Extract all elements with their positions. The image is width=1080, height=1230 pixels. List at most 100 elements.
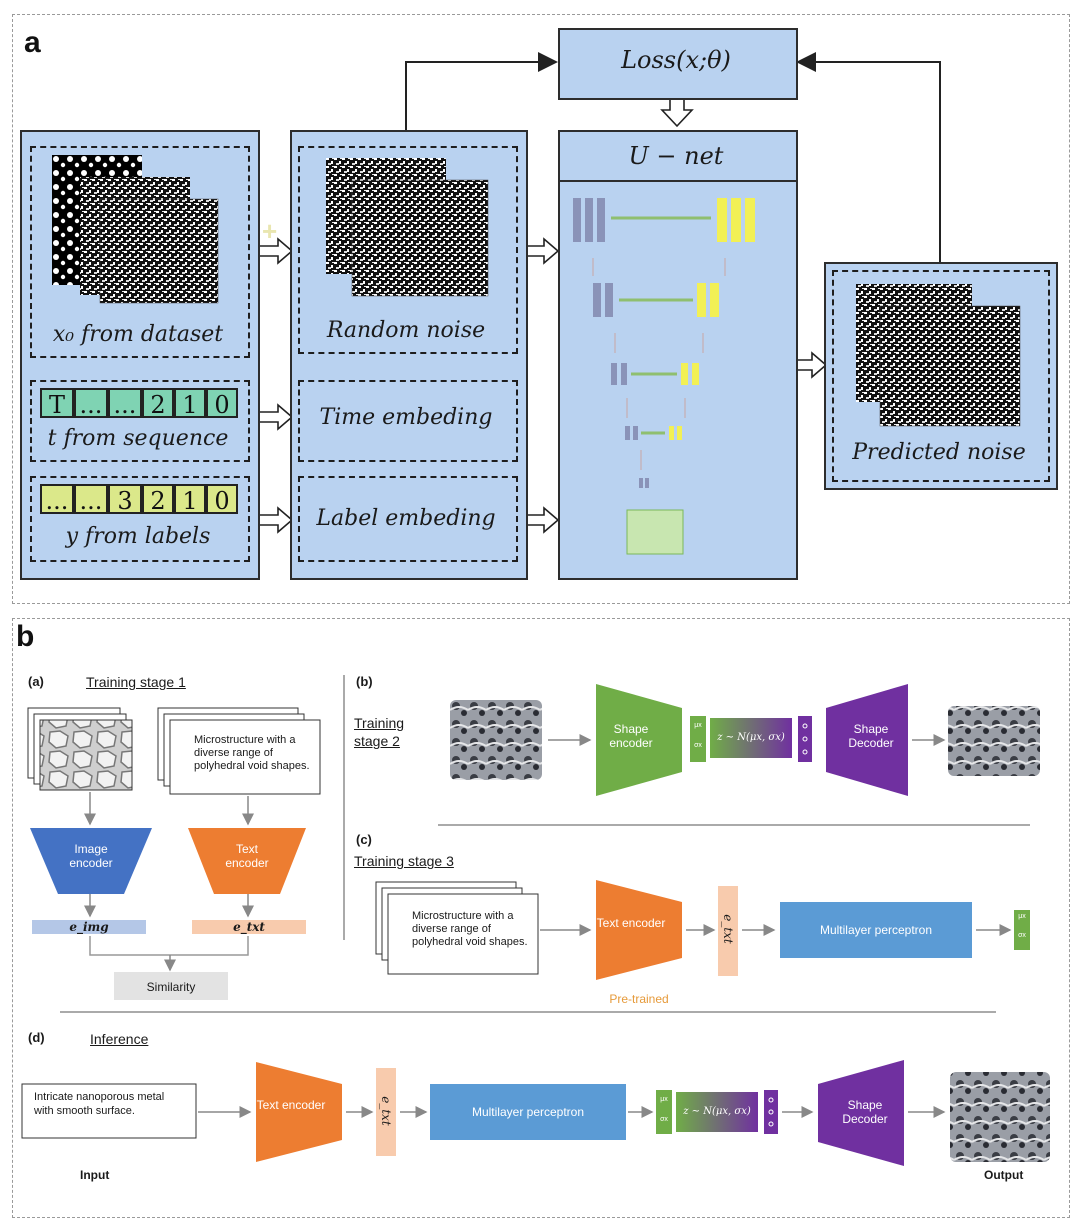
panel-b-graphics bbox=[21, 675, 1050, 1166]
t-sequence: T ... ... 2 1 0 bbox=[40, 388, 238, 419]
input-label: Input bbox=[80, 1168, 110, 1182]
z-bar-d bbox=[676, 1092, 758, 1132]
foam-input-b bbox=[450, 700, 542, 780]
t-cell: 0 bbox=[206, 388, 238, 419]
image-encoder-label: Image encoder bbox=[69, 842, 113, 870]
text-encoder-label-d: Text encoder bbox=[256, 1098, 326, 1112]
text-encoder-label-3: Text encoder bbox=[596, 916, 666, 930]
hollow-arrow-loss-unet bbox=[660, 95, 694, 128]
unet-header-divider bbox=[558, 180, 796, 182]
input-text: Intricate nanoporous metal with smooth s… bbox=[34, 1091, 165, 1117]
e-txt-bar-c bbox=[718, 886, 738, 976]
e-txt-label-c: e_txt bbox=[721, 914, 735, 944]
image-stack bbox=[27, 707, 133, 791]
e-txt-bar bbox=[192, 920, 306, 934]
z-bar-b bbox=[710, 718, 792, 758]
input-text-box bbox=[21, 1083, 197, 1139]
time-embedding-label: Time embeding bbox=[319, 405, 493, 430]
y-cell: 2 bbox=[142, 484, 174, 515]
time-embedding-box bbox=[298, 380, 518, 462]
foam-output-d bbox=[950, 1072, 1050, 1162]
unet-label: U − net bbox=[628, 142, 724, 170]
inference-title: Inference bbox=[90, 1031, 149, 1047]
panel-a bbox=[12, 14, 1070, 604]
pretrained-label: Pre-trained bbox=[609, 992, 669, 1006]
z-dots-b bbox=[798, 716, 812, 762]
y-labels-box bbox=[30, 476, 250, 562]
text-encoder-shape-3 bbox=[596, 880, 682, 980]
sub-c-label: (c) bbox=[356, 832, 372, 847]
similarity-label: Similarity bbox=[146, 980, 196, 994]
hollow-arrow-unet-pred bbox=[793, 351, 828, 379]
training-stage-3-title: Training stage 3 bbox=[354, 853, 454, 869]
predicted-noise-box bbox=[832, 270, 1050, 482]
y-sequence: ... ... 3 2 1 0 bbox=[40, 484, 238, 515]
loss-box bbox=[558, 28, 798, 100]
text-stack-1 bbox=[157, 707, 321, 795]
e-txt-label-d: e_txt bbox=[379, 1096, 393, 1126]
training-stage-2-title: Training stage 2 bbox=[354, 715, 405, 749]
random-noise-image bbox=[326, 158, 489, 297]
text-stack-3 bbox=[375, 881, 539, 975]
t-cell: 1 bbox=[174, 388, 206, 419]
e-img-label: e_img bbox=[69, 920, 109, 934]
sub-b-label: (b) bbox=[356, 674, 373, 689]
t-sequence-box bbox=[30, 380, 250, 462]
mu-sigma-box-d bbox=[656, 1090, 672, 1134]
loss-label: Loss(x;θ) bbox=[621, 46, 731, 74]
t-cell: ... bbox=[74, 388, 108, 419]
mlp-label-d: Multilayer perceptron bbox=[471, 1105, 585, 1119]
y-cell: ... bbox=[40, 484, 74, 515]
t-cell: T bbox=[40, 388, 74, 419]
random-noise-label: Random noise bbox=[326, 318, 486, 343]
unet-architecture bbox=[573, 198, 755, 555]
hollow-arrow-label-unet bbox=[523, 506, 560, 534]
sub-a-label: (a) bbox=[28, 674, 44, 689]
mu-sigma-box-c bbox=[1014, 910, 1030, 950]
x0-dataset-box bbox=[30, 146, 250, 358]
sigma-label-c: σx bbox=[1018, 932, 1026, 939]
y-cell: ... bbox=[74, 484, 108, 515]
shape-encoder-label: Shape encoder bbox=[609, 722, 653, 750]
z-dots-d bbox=[764, 1090, 778, 1134]
panel-a-letter: a bbox=[24, 26, 41, 59]
text-encoder-shape-d bbox=[256, 1062, 342, 1162]
hollow-arrow-noise-unet bbox=[523, 237, 560, 265]
shape-decoder-shape bbox=[826, 684, 908, 796]
y-label: y from labels bbox=[65, 524, 211, 549]
hollow-arrow-y bbox=[257, 506, 294, 534]
image-encoder-shape bbox=[30, 828, 152, 894]
sub-d-label: (d) bbox=[28, 1030, 45, 1045]
panel-b-letter: b bbox=[16, 620, 35, 653]
hollow-arrow-x0 bbox=[257, 237, 294, 265]
mlp-label-c: Multilayer perceptron bbox=[819, 923, 933, 937]
z-equation-b: z ∼ N(μx, σx) bbox=[717, 732, 785, 743]
panel-b bbox=[12, 618, 1070, 1218]
x0-label: x₀ from dataset bbox=[52, 322, 224, 347]
shape-decoder-label-d: Shape Decoder bbox=[842, 1098, 888, 1126]
shape-decoder-label: Shape Decoder bbox=[848, 722, 894, 750]
mlp-box-c bbox=[780, 902, 972, 958]
mu-sigma-box-b bbox=[690, 716, 706, 762]
output-label: Output bbox=[984, 1168, 1024, 1182]
sigma-label-d: σx bbox=[660, 1116, 668, 1123]
mu-label-d: μx bbox=[660, 1096, 668, 1103]
shape-decoder-shape-d bbox=[818, 1060, 904, 1166]
similarity-box bbox=[114, 972, 228, 1000]
microstructure-images bbox=[52, 155, 219, 304]
predicted-noise-label: Predicted noise bbox=[852, 440, 1026, 465]
y-cell: 0 bbox=[206, 484, 238, 515]
arrow-pred-to-loss bbox=[796, 52, 941, 262]
t-cell: ... bbox=[108, 388, 142, 419]
hollow-arrow-t bbox=[257, 403, 294, 431]
mu-label-c: μx bbox=[1018, 913, 1026, 920]
plus-sign: + bbox=[262, 216, 277, 246]
y-cell: 1 bbox=[174, 484, 206, 515]
desc-1-text: Microstructure with a diverse range of p… bbox=[194, 734, 310, 772]
t-label: t from sequence bbox=[47, 426, 229, 451]
shape-encoder-shape bbox=[596, 684, 682, 796]
label-embedding-box bbox=[298, 476, 518, 562]
arrow-noise-to-loss bbox=[405, 52, 558, 130]
e-txt-bar-d bbox=[376, 1068, 396, 1156]
mu-label-b: μx bbox=[694, 722, 702, 729]
